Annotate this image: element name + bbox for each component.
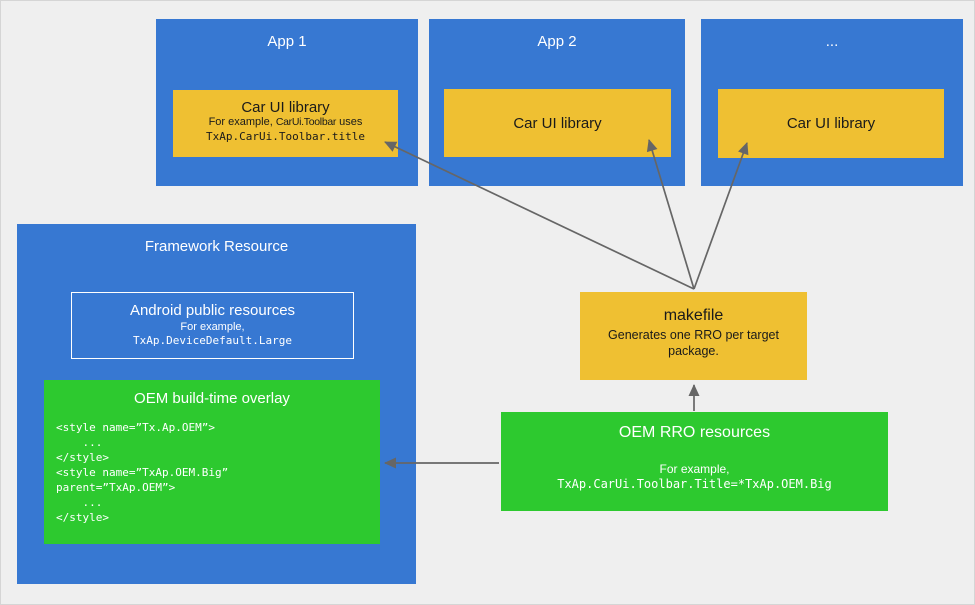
- oem-rro-example-code: TxAp.CarUi.Toolbar.Title=*TxAp.OEM.Big: [557, 477, 832, 491]
- android-public-resources-title: Android public resources: [129, 302, 296, 319]
- app-ellipsis-title: ...: [825, 33, 839, 50]
- makefile-title: makefile: [663, 307, 724, 324]
- app2-car-ui-library-box: Car UI library: [444, 89, 671, 157]
- framework-resource-title: Framework Resource: [144, 238, 289, 255]
- app2-box: App 2 Car UI library: [429, 19, 685, 186]
- oem-build-time-overlay-title: OEM build-time overlay: [134, 390, 290, 407]
- makefile-box: makefile Generates one RRO per target pa…: [580, 292, 807, 380]
- app1-box: App 1 Car UI library For example, CarUi.…: [156, 19, 418, 186]
- car-ui-library-example-code: TxAp.CarUi.Toolbar.title: [206, 130, 365, 143]
- car-ui-library-title: Car UI library: [513, 114, 602, 132]
- android-public-resources-box: Android public resources For example, Tx…: [71, 292, 354, 359]
- app-ellipsis-box: ... Car UI library: [701, 19, 963, 186]
- car-ui-library-example: For example, CarUi.Toolbar uses: [208, 116, 363, 128]
- car-ui-library-title: Car UI library: [786, 115, 876, 132]
- oem-rro-resources-box: OEM RRO resources For example, TxAp.CarU…: [501, 412, 888, 511]
- car-ui-library-title: Car UI library: [241, 99, 330, 116]
- makefile-subtitle: Generates one RRO per target package.: [608, 328, 779, 358]
- app2-title: App 2: [537, 33, 577, 50]
- oem-overlay-code-block: <style name=”Tx.Ap.OEM”> ...</style><sty…: [56, 421, 229, 524]
- framework-resource-box: Framework Resource Android public resour…: [17, 224, 416, 584]
- app1-title: App 1: [267, 33, 307, 50]
- android-public-resources-example-code: TxAp.DeviceDefault.Large: [133, 334, 292, 347]
- app-ellipsis-car-ui-library-box: Car UI library: [718, 89, 944, 158]
- app1-car-ui-library-box: Car UI library For example, CarUi.Toolba…: [173, 90, 398, 157]
- android-public-resources-example-label: For example,: [180, 321, 245, 333]
- oem-rro-example-label: For example,: [659, 462, 730, 476]
- oem-rro-resources-title: OEM RRO resources: [618, 424, 771, 441]
- oem-build-time-overlay-box: OEM build-time overlay <style name=”Tx.A…: [44, 380, 380, 544]
